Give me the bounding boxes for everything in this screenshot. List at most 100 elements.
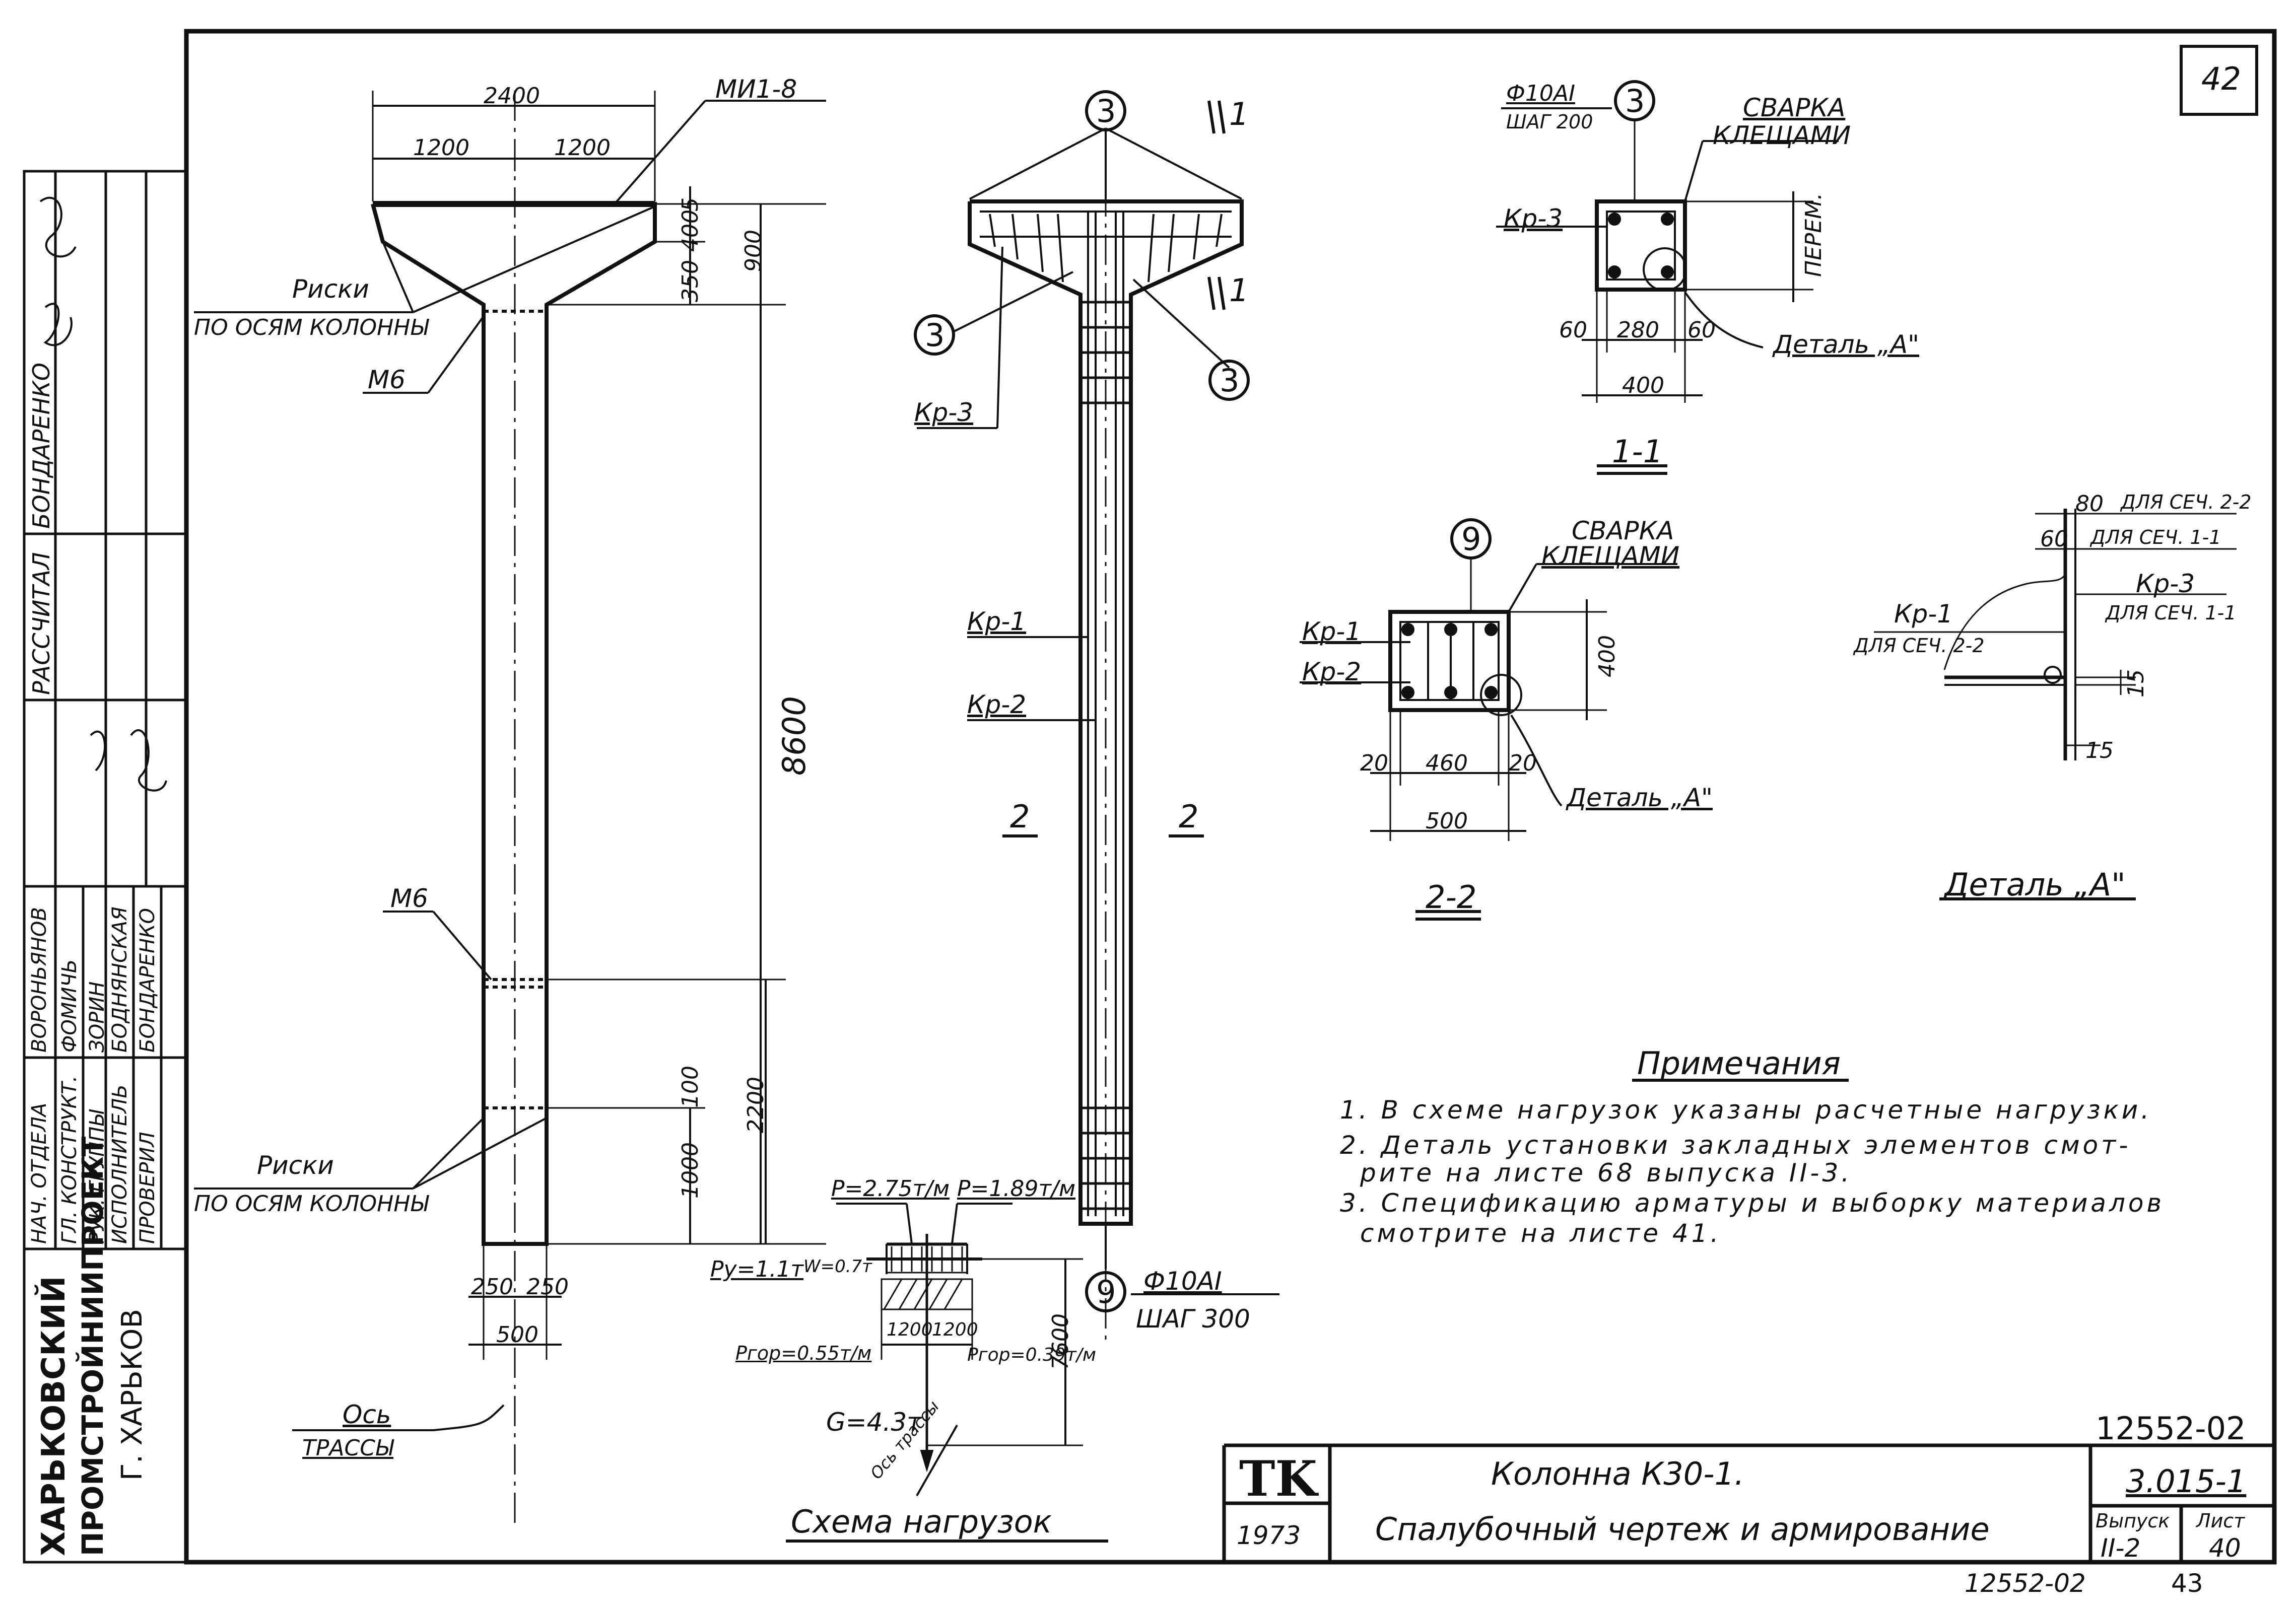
detail-a-for-22: ДЛЯ СЕЧ. 2-2 bbox=[2121, 491, 2252, 513]
load-g: G=4.3т bbox=[826, 1408, 922, 1437]
detail-a-kr1: Кр-1 bbox=[1894, 599, 1953, 628]
load-w: W=0.7т bbox=[803, 1256, 872, 1277]
title-line-2: Спалубочный чертеж и армирование bbox=[1375, 1511, 1990, 1548]
dim-900: 900 bbox=[740, 230, 766, 272]
stamp-name-2: ФОМИЧЬ bbox=[58, 959, 81, 1053]
sec22-detail-ref: Деталь „А" bbox=[1567, 783, 1713, 812]
sec22-weld-1: СВАРКА bbox=[1572, 516, 1674, 545]
stamp-name-4: БОДНЯНСКАЯ bbox=[108, 906, 131, 1053]
load-scheme-title: Схема нагрузок bbox=[791, 1503, 1052, 1540]
section-2-2 bbox=[1300, 559, 1677, 921]
dim-2200: 2200 bbox=[743, 1077, 769, 1133]
stamp-name-3: ЗОРИН bbox=[86, 981, 109, 1053]
issue-value: II-2 bbox=[2101, 1533, 2141, 1563]
stamp-name-5: БОНДАРЕНКО bbox=[136, 908, 159, 1053]
callout-3-left: 3 bbox=[925, 317, 945, 354]
org-name-line3: Г. ХАРЬКОВ bbox=[116, 1309, 149, 1481]
sec22-dim-20-right: 20 bbox=[1509, 750, 1537, 776]
column-elevation bbox=[194, 91, 826, 1526]
note-3-line-1: 3. Спецификацию арматуры и выборку матер… bbox=[1340, 1188, 2165, 1218]
riski-top-label: Риски bbox=[292, 274, 369, 304]
riski-bottom-sublabel: ПО ОСЯМ КОЛОННЫ bbox=[194, 1191, 429, 1217]
callout-9: 9 bbox=[1096, 1274, 1116, 1310]
axis-sublabel: ТРАССЫ bbox=[302, 1435, 393, 1461]
sec11-phi: Ф10АI bbox=[1506, 81, 1575, 106]
note-2-line-1: 2. Деталь установки закладных элементов … bbox=[1340, 1131, 2131, 1160]
load-dim-1200-right: 1200 bbox=[932, 1319, 978, 1340]
sheet-label: Лист bbox=[2196, 1510, 2245, 1532]
section-1-1 bbox=[1496, 107, 1839, 475]
callout-circles bbox=[914, 80, 1655, 1312]
sec11-step: ШАГ 200 bbox=[1506, 111, 1593, 133]
load-dim-7600: 7600 bbox=[1048, 1313, 1073, 1370]
detail-a bbox=[1874, 509, 2237, 900]
note-1: 1. В схеме нагрузок указаны расчетные на… bbox=[1340, 1095, 2152, 1125]
m6-mid-label: М6 bbox=[390, 884, 428, 913]
load-py: Ру=1.1т bbox=[710, 1256, 804, 1282]
load-dim-1200-left: 1200 bbox=[887, 1319, 933, 1340]
stamp-role-2: ГЛ. КОНСТРУКТ. bbox=[58, 1075, 81, 1244]
cut-2-left: 2 bbox=[1010, 798, 1030, 835]
detail-a-kr3: Кр-3 bbox=[2136, 569, 2195, 598]
cut-1-top: 1 bbox=[1229, 96, 1249, 132]
dim-8600: 8600 bbox=[776, 696, 813, 776]
bottom-code: 12552-02 bbox=[1965, 1569, 2086, 1598]
riski-bottom-label: Риски bbox=[257, 1151, 334, 1180]
load-pgor-right: Ргор=0.39т/м bbox=[967, 1345, 1097, 1365]
column-rebar-view bbox=[917, 100, 1279, 1340]
kr2-label: Кр-2 bbox=[967, 690, 1027, 719]
load-pgor-left: Ргор=0.55т/м bbox=[735, 1342, 872, 1364]
stamp-role-1: НАЧ. ОТДЕЛА bbox=[28, 1102, 51, 1244]
sec22-dim-500: 500 bbox=[1426, 808, 1468, 834]
detail-a-dim-80: 80 bbox=[2075, 491, 2104, 517]
sec22-kr1: Кр-1 bbox=[1302, 617, 1362, 646]
title-line-1: Колонна К30-1. bbox=[1491, 1455, 1744, 1492]
dim-1200-right: 1200 bbox=[554, 135, 611, 161]
dim-350: 350 bbox=[678, 260, 703, 302]
dim-500: 500 bbox=[496, 1322, 538, 1348]
signatures bbox=[39, 196, 167, 792]
note-3-line-2: смотрите на листе 41. bbox=[1360, 1219, 1722, 1248]
stamp-role-3: РУК. ГРУППЫ bbox=[86, 1110, 109, 1244]
note-2-line-2: рите на листе 68 выпуска II-3. bbox=[1360, 1158, 1853, 1187]
sec11-kr3: Кр-3 bbox=[1504, 204, 1563, 233]
sheet-value: 40 bbox=[2209, 1533, 2241, 1563]
sec11-title: 1-1 bbox=[1612, 433, 1663, 470]
callout-3-right: 3 bbox=[1220, 362, 1240, 399]
embed-mi1-label: МИ1-8 bbox=[715, 75, 797, 104]
load-p275: Р=2.75т/м bbox=[831, 1176, 950, 1202]
axis-label: Ось bbox=[343, 1400, 391, 1429]
dim-250-right: 250 bbox=[526, 1274, 569, 1300]
sec22-dim-400: 400 bbox=[1594, 635, 1620, 677]
stamp-name-1: ВОРОНЬЯНОВ bbox=[28, 907, 51, 1053]
stamp-role-4: ИСПОЛНИТЕЛЬ bbox=[108, 1084, 131, 1244]
detail-a-title: Деталь „А" bbox=[1944, 866, 2126, 903]
detail-a-kr3-for: ДЛЯ СЕЧ. 1-1 bbox=[2106, 602, 2237, 624]
dim-1200-left: 1200 bbox=[413, 135, 469, 161]
detail-a-dim-15-bottom: 15 bbox=[2085, 738, 2114, 763]
detail-a-kr1-for: ДЛЯ СЕЧ. 2-2 bbox=[1854, 635, 1985, 657]
dim-400: 400 bbox=[678, 209, 703, 252]
sec22-dim-20-left: 20 bbox=[1360, 750, 1388, 776]
m6-top-label: М6 bbox=[368, 365, 406, 394]
sec22-kr2: Кр-2 bbox=[1302, 657, 1362, 686]
dim-100: 100 bbox=[678, 1066, 703, 1108]
stamp-role-5: ПРОВЕРИЛ bbox=[136, 1132, 159, 1244]
callout-3-top: 3 bbox=[1096, 93, 1116, 129]
load-p189: Р=1.89т/м bbox=[957, 1176, 1076, 1202]
kr3-label: Кр-3 bbox=[914, 398, 974, 427]
sec22-title: 2-2 bbox=[1426, 879, 1477, 916]
sec11-perem: ПЕРЕМ. bbox=[1801, 192, 1827, 277]
detail-a-dim-15-top: 15 bbox=[2123, 669, 2149, 697]
sec11-weld-2: КЛЕЩАМИ bbox=[1713, 121, 1851, 150]
sec11-dim-280: 280 bbox=[1617, 317, 1659, 343]
sec22-callout-9: 9 bbox=[1461, 521, 1481, 557]
page-number: 42 bbox=[2201, 60, 2241, 97]
year: 1973 bbox=[1237, 1521, 1301, 1550]
sec11-dim-400: 400 bbox=[1622, 373, 1664, 398]
cut-1-bottom: 1 bbox=[1229, 272, 1249, 309]
sec11-detail-ref: Деталь „А" bbox=[1773, 330, 1920, 359]
bottom-number: 43 bbox=[2171, 1569, 2203, 1598]
sec22-dim-460: 460 bbox=[1426, 750, 1468, 776]
